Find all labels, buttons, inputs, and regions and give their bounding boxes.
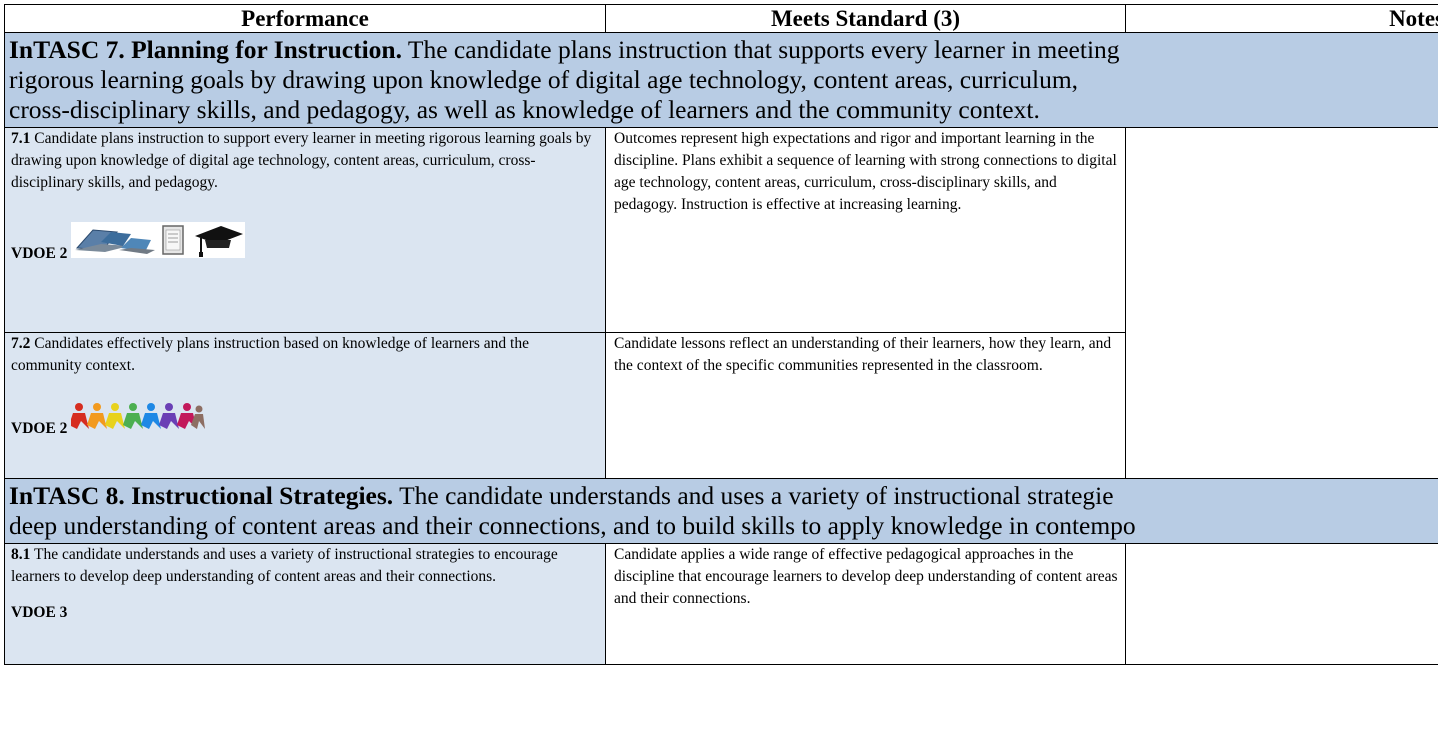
header-notes: Notes (1125, 4, 1438, 33)
person-figure (177, 403, 198, 429)
intasc7-text-line3: cross-disciplinary skills, and pedagogy,… (9, 95, 1040, 124)
intasc7-title: InTASC 7. Planning for Instruction. (9, 35, 402, 64)
tablet-icon (162, 225, 185, 255)
intasc8-banner-row: InTASC 8. Instructional Strategies. The … (4, 478, 1438, 544)
person-figure (141, 403, 162, 429)
person-figure (105, 403, 126, 429)
indicator-number: 7.1 (11, 130, 31, 147)
person-figure (191, 405, 206, 429)
person-figure (87, 403, 108, 429)
standard-row-7-2: 7.2 Candidates effectively plans instruc… (4, 332, 1438, 479)
meets-cell-8-1: Candidate applies a wide range of effect… (605, 543, 1126, 665)
person-figure (123, 403, 144, 429)
standard-row-8-1: 8.1 The candidate understands and uses a… (4, 543, 1438, 665)
vdoe-label: VDOE 2 (11, 420, 68, 437)
notes-cell-7[interactable] (1125, 127, 1438, 479)
intasc8-banner: InTASC 8. Instructional Strategies. The … (4, 478, 1438, 544)
meets-cell-7-2: Candidate lessons reflect an understandi… (605, 332, 1126, 479)
indicator-text: Candidate plans instruction to support e… (11, 130, 592, 191)
intasc7-text-line2: rigorous learning goals by drawing upon … (9, 65, 1079, 94)
intasc7-banner-row: InTASC 7. Planning for Instruction. The … (4, 32, 1438, 128)
meets-cell-7-1: Outcomes represent high expectations and… (605, 127, 1126, 333)
performance-cell-7-1: 7.1 Candidate plans instruction to suppo… (4, 127, 606, 333)
intasc7-banner: InTASC 7. Planning for Instruction. The … (4, 32, 1438, 128)
intasc7-text-line1: The candidate plans instruction that sup… (401, 35, 1120, 64)
header-row: Performance Meets Standard (3) Notes (4, 4, 1438, 33)
vdoe-label: VDOE 2 (11, 245, 68, 262)
diverse-people-icon (69, 401, 206, 440)
indicator-text: The candidate understands and uses a var… (11, 546, 558, 585)
header-performance: Performance (4, 4, 606, 33)
graduation-cap-icon (195, 226, 244, 257)
performance-cell-7-2: 7.2 Candidates effectively plans instruc… (4, 332, 606, 479)
person-figure (69, 403, 90, 429)
technology-icons (71, 222, 246, 265)
performance-cell-8-1: 8.1 The candidate understands and uses a… (4, 543, 606, 665)
header-meets-standard: Meets Standard (3) (605, 4, 1126, 33)
rubric-table: Performance Meets Standard (3) Notes InT… (4, 4, 1438, 665)
person-figure (159, 403, 180, 429)
intasc8-text-line2: deep understanding of content areas and … (9, 511, 1136, 540)
notes-cell-8[interactable] (1125, 543, 1438, 665)
intasc8-title: InTASC 8. Instructional Strategies. (9, 481, 394, 510)
intasc8-text-line1: The candidate understands and uses a var… (393, 481, 1114, 510)
indicator-number: 8.1 (11, 546, 31, 563)
laptop-icon (75, 229, 156, 254)
indicator-number: 7.2 (11, 335, 31, 352)
vdoe-label: VDOE 3 (11, 604, 68, 621)
indicator-text: Candidates effectively plans instruction… (11, 335, 529, 374)
standard-row-7-1: 7.1 Candidate plans instruction to suppo… (4, 127, 1438, 479)
